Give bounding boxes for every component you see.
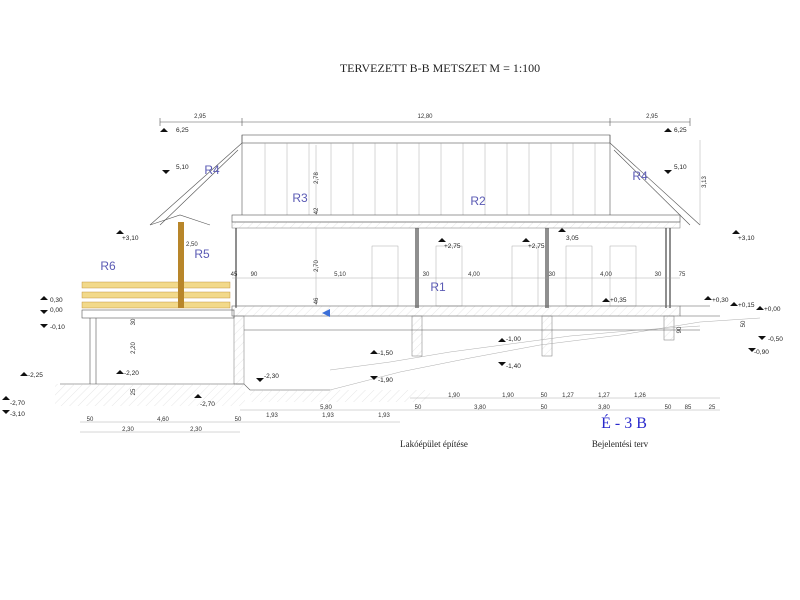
bdim1-e: 1,27 xyxy=(598,393,610,399)
level-b-270-left: -2,70 xyxy=(10,400,25,407)
level-m-100: -1,00 xyxy=(506,336,521,343)
level-l-030: 0,30 xyxy=(50,297,63,304)
room-label-r1: R1 xyxy=(430,280,446,294)
level-m-190: -1,90 xyxy=(378,377,393,384)
vdim-base-b: 2,20 xyxy=(131,342,137,354)
dim-top-left: 2,95 xyxy=(194,114,206,120)
dim-top-right: 2,95 xyxy=(646,114,658,120)
bdim2-c: 3,80 xyxy=(474,405,486,411)
level-b-310: -3,10 xyxy=(10,411,25,418)
level-r-p015: +0,15 xyxy=(738,302,755,309)
vdim-post-h: 2,50 xyxy=(186,242,198,248)
level-ceil-a: +2,75 xyxy=(444,243,461,250)
vdim-base-a: 30 xyxy=(131,318,137,325)
bdim4-b: 2,30 xyxy=(190,427,202,433)
level-l-m010: -0,10 xyxy=(50,324,65,331)
wooden-post xyxy=(178,222,184,308)
top-dimension-line: 2,95 12,80 2,95 xyxy=(159,114,691,126)
level-floor-mid: +0,35 xyxy=(610,297,627,304)
level-ceil-c: 3,05 xyxy=(566,235,579,242)
level-r-m050: -0,50 xyxy=(768,336,783,343)
room-label-r4-left: R4 xyxy=(204,163,220,177)
hdim-i: 75 xyxy=(679,272,686,278)
walls xyxy=(235,228,671,308)
vdim-right-50: 50 xyxy=(741,320,747,327)
level-roof-left: 6,25 xyxy=(176,127,189,134)
bdim1-f: 1,26 xyxy=(634,393,646,399)
bdim3-b: 4,60 xyxy=(157,417,169,423)
vdim-floor-t: 46 xyxy=(314,297,320,304)
hdim-g: 4,00 xyxy=(600,272,612,278)
level-deck-left: +3,10 xyxy=(122,235,139,242)
vdim-base-c: 25 xyxy=(131,388,137,395)
hdim-e: 4,00 xyxy=(468,272,480,278)
blue-marker-icon xyxy=(322,309,330,317)
vertical-dimensions: 2,78 42 2,70 2,50 3,13 30 2,20 25 46 90 … xyxy=(131,140,747,395)
bdim1-b: 1,90 xyxy=(502,393,514,399)
foundations xyxy=(55,315,761,406)
bdim3-a: 50 xyxy=(87,417,94,423)
drawing-title: TERVEZETT B-B METSZET M = 1:100 xyxy=(340,61,540,75)
hdim-f: 30 xyxy=(549,272,556,278)
bdim2-a: 5,80 xyxy=(320,405,332,411)
bdim3-d: 1,93 xyxy=(266,413,278,419)
level-b-270-mid: -2,70 xyxy=(200,401,215,408)
level-deck-right: +3,10 xyxy=(738,235,755,242)
bdim2-f: 50 xyxy=(665,405,672,411)
vdim-room-h: 2,70 xyxy=(314,260,320,272)
hdim-c: 5,10 xyxy=(334,272,346,278)
bdim4-a: 2,30 xyxy=(122,427,134,433)
bdim2-h: 25 xyxy=(709,405,716,411)
level-eave-right: 5,10 xyxy=(674,164,687,171)
project-name: Lakóépület építése xyxy=(400,439,468,449)
vdim-right-h: 3,13 xyxy=(702,176,708,188)
bdim2-d: 50 xyxy=(541,405,548,411)
room-label-r4-right: R4 xyxy=(632,169,648,183)
bdim3-c: 50 xyxy=(235,417,242,423)
floor-slab xyxy=(231,305,720,317)
level-r-p030: +0,30 xyxy=(712,297,729,304)
level-b-220: -2,20 xyxy=(124,370,139,377)
bdim3-f: 1,93 xyxy=(378,413,390,419)
vdim-slab: 42 xyxy=(314,207,320,214)
room-label-r3: R3 xyxy=(292,191,308,205)
room-label-r5: R5 xyxy=(194,247,210,261)
bdim1-c: 50 xyxy=(541,393,548,399)
room-label-r6: R6 xyxy=(100,259,116,273)
bottom-dimensions: 1,90 1,90 50 1,27 1,27 1,26 5,80 50 3,80… xyxy=(80,393,720,433)
level-markers: 6,25 6,25 5,10 5,10 +3,10 +3,10 +2,75 +2… xyxy=(2,127,783,418)
terrace-pergola xyxy=(81,214,235,384)
level-m-140: -1,40 xyxy=(506,363,521,370)
room-label-r2: R2 xyxy=(470,194,486,208)
bdim2-e: 3,80 xyxy=(598,405,610,411)
vdim-roof-h: 2,78 xyxy=(314,172,320,184)
bdim1-a: 1,90 xyxy=(448,393,460,399)
bdim2-b: 50 xyxy=(415,405,422,411)
vdim-right-90: 90 xyxy=(677,326,683,333)
level-l-000: 0,00 xyxy=(50,307,63,314)
level-b-230: -2,30 xyxy=(264,373,279,380)
bdim1-d: 1,27 xyxy=(562,393,574,399)
hdim-d: 30 xyxy=(423,272,430,278)
plan-type: Bejelentési terv xyxy=(592,439,649,449)
level-r-p000: +0,00 xyxy=(764,306,781,313)
level-roof-right: 6,25 xyxy=(674,127,687,134)
dim-top-middle: 12,80 xyxy=(417,114,433,120)
level-eave-left: 5,10 xyxy=(176,164,189,171)
hdim-a: 45 xyxy=(231,272,238,278)
level-ceil-b: +2,75 xyxy=(528,243,545,250)
bdim3-e: 1,93 xyxy=(322,413,334,419)
roof-structure xyxy=(149,134,701,229)
interior-dimensions: 45 90 5,10 30 4,00 30 4,00 30 75 xyxy=(231,272,686,279)
sheet-id: É - 3 B xyxy=(601,413,647,432)
hdim-b: 90 xyxy=(251,272,258,278)
level-b-225: -2,25 xyxy=(28,372,43,379)
hdim-h: 30 xyxy=(655,272,662,278)
level-m-150: -1,50 xyxy=(378,350,393,357)
level-r-m090: -0,90 xyxy=(754,349,769,356)
bdim2-g: 85 xyxy=(685,405,692,411)
